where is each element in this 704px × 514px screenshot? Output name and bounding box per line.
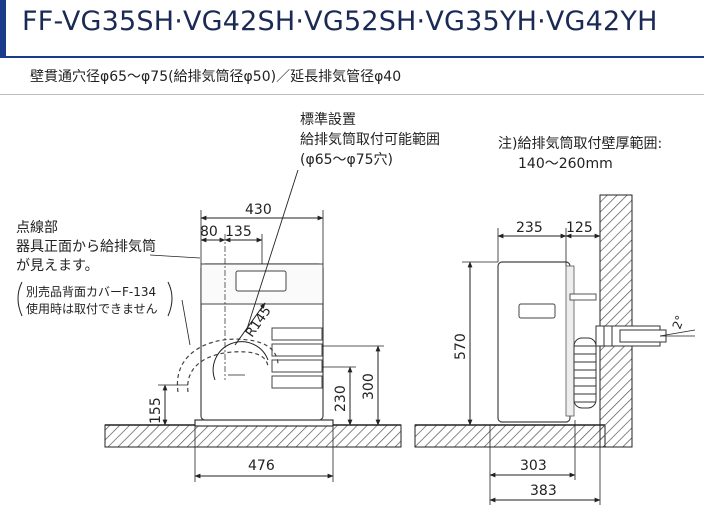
cover-note-bracket [17,281,173,317]
dim-80: 80 [200,224,218,240]
header: FF-VG35SH·VG42SH·VG52SH·VG35YH·VG42YH [0,0,704,56]
note-dotted-1: 点線部 [16,220,58,236]
model-title: FF-VG35SH·VG42SH·VG52SH·VG35YH·VG42YH [22,6,658,37]
dim-570: 570 [453,333,469,360]
wall [599,194,633,448]
dim-383: 383 [530,483,557,499]
front-louvers [271,327,323,389]
separator [0,94,704,95]
note-dotted-2: 器具正面から給排気筒 [16,238,156,255]
note-dotted-3: が見えます。 [16,258,99,274]
flue-pipe [595,325,667,347]
dim-303: 303 [520,458,547,474]
header-rule [0,56,704,58]
dim-300: 300 [361,373,377,400]
dim-125: 125 [566,220,593,236]
dim-135: 135 [225,224,252,240]
dim-430: 430 [245,202,272,218]
note-standard-3: (φ65～φ75穴) [300,152,393,168]
front-view: R145 430 80 135 155 230 300 476 [104,169,402,482]
header-accent-bar [0,0,6,56]
dim-230: 230 [333,385,349,412]
note-standard-2: 給排気筒取付可能範囲 [300,131,440,148]
display-window [235,270,287,292]
note-wall-1: 注)給排気筒取付壁厚範囲: [498,135,662,152]
note-cover-1: 別売品背面カバーF-134 [26,284,156,299]
radius-arc [212,341,269,381]
heater-body-side [497,261,571,423]
note-wall-2: 140～260mm [518,156,613,172]
side-view: 2° 235 125 570 303 383 [414,194,696,505]
corrugated-hose [573,337,597,409]
installation-drawing: R145 430 80 135 155 230 300 476 [16,112,696,505]
base-plate [194,419,334,427]
spec-line: 壁貫通穴径φ65～φ75(給排気筒径φ50)／延長排気管径φ40 [30,69,402,85]
note-standard-1: 標準設置 [300,112,356,128]
angle-label: 2° [670,313,688,331]
side-window [518,303,556,319]
note-cover-2: 使用時は取付できません [26,301,158,316]
dim-155: 155 [148,397,164,424]
floor-side [414,424,606,448]
dim-476: 476 [248,458,275,474]
dim-235: 235 [516,220,543,236]
floor-front [104,424,402,448]
